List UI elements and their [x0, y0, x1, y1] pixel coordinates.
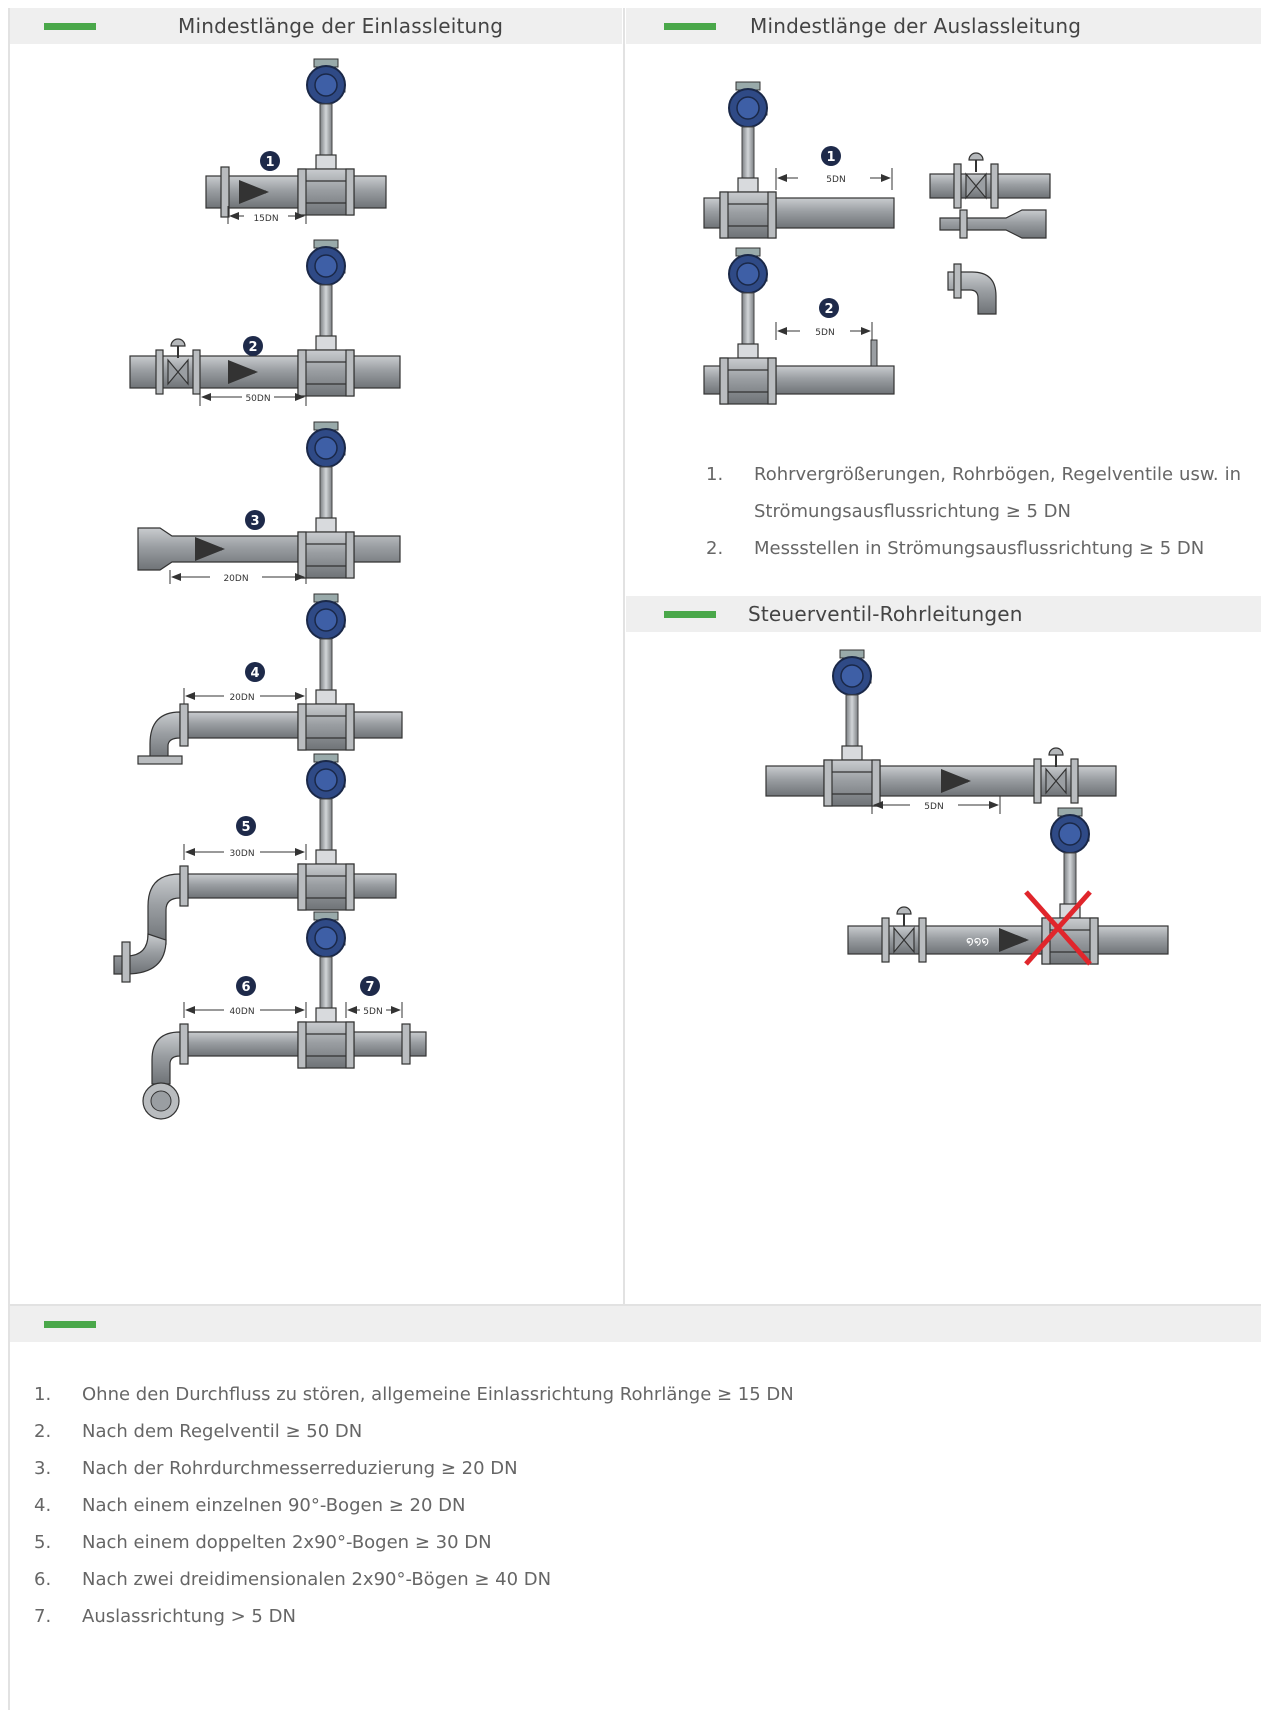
notes-item-5: 5. Nach einem doppelten 2x90°-Bogen ≥ 30 … [34, 1524, 1234, 1561]
outlet-item-2-num: 2. [706, 538, 724, 559]
inlet-dim-20dn-b: 20DN [229, 693, 254, 703]
inlet-marker-2 [243, 336, 263, 356]
inlet-dim-40dn: 40DN [229, 1007, 254, 1017]
outlet-diagram: 1 5DN 2 5DN [703, 81, 1051, 405]
notes-item-1: 1. Ohne den Durchfluss zu stören, allgeme… [34, 1376, 1234, 1413]
outlet-item-2-text: Messstellen in Strömungsausflussrichtung… [754, 538, 1205, 559]
notes-accent-bar [44, 1320, 96, 1328]
notes-item-1-num: 1. [34, 1384, 52, 1405]
notes-item-4: 4. Nach einem einzelnen 90°-Bogen ≥ 20 DN [34, 1487, 1234, 1524]
control-incorrect-layout: ໑໑໑ [847, 807, 1169, 966]
inlet-dim-15dn: 15DN [253, 214, 278, 224]
notes-item-3-num: 3. [34, 1458, 52, 1479]
inlet-marker-4 [245, 662, 265, 682]
notes-item-1-text: Ohne den Durchfluss zu stören, allgemein… [82, 1384, 794, 1405]
outlet-marker-2 [819, 298, 839, 318]
inlet-marker-7-label: 7 [365, 980, 374, 995]
inlet-marker-5 [236, 816, 256, 836]
notes-item-7: 7. Auslassrichtung > 5 DN [34, 1598, 1234, 1635]
column-divider [623, 8, 625, 1304]
notes-item-6: 6. Nach zwei dreidimensionalen 2x90°-Böge… [34, 1561, 1234, 1598]
inlet-marker-3-label: 3 [250, 514, 259, 529]
notes-item-5-text: Nach einem doppelten 2x90°-Bogen ≥ 30 DN [82, 1532, 492, 1553]
outlet-marker-2-label: 2 [824, 302, 833, 317]
inlet-marker-6-label: 6 [241, 980, 250, 995]
inlet-diagram-4: 4 20DN [137, 593, 403, 765]
inlet-marker-4-label: 4 [250, 666, 259, 681]
inlet-accent-bar [44, 22, 96, 30]
inlet-marker-5-label: 5 [241, 820, 250, 835]
outlet-marker-1-label: 1 [826, 150, 835, 165]
inlet-diagram-5: 5 30DN [113, 753, 397, 983]
notes-item-2-text: Nach dem Regelventil ≥ 50 DN [82, 1421, 363, 1442]
inlet-marker-3 [245, 510, 265, 530]
control-valve-diagram: 5DN ໑໑໑ [765, 649, 1169, 966]
inlet-diagram-2: 2 50DN [129, 239, 401, 406]
control-title: Steuerventil-Rohrleitungen [748, 602, 1023, 626]
section-divider [10, 1304, 1261, 1306]
inlet-dim-30dn: 30DN [229, 849, 254, 859]
outlet-dim-5dn-b: 5DN [815, 328, 834, 338]
notes-header [10, 1306, 1261, 1342]
outlet-diagram-2: 2 5DN [703, 247, 895, 405]
notes-item-2: 2. Nach dem Regelventil ≥ 50 DN [34, 1413, 1234, 1450]
outlet-item-1-num: 1. [706, 464, 724, 485]
notes-item-7-num: 7. [34, 1606, 52, 1627]
outlet-item-2: 2. Messstellen in Strömungsausflussrichtu… [706, 530, 1241, 567]
cross-line-2 [1024, 890, 1092, 966]
inlet-header: Mindestlänge der Einlassleitung [10, 8, 622, 44]
inlet-title: Mindestlänge der Einlassleitung [178, 14, 504, 38]
control-correct-layout: 5DN [765, 649, 1117, 814]
notes-item-6-num: 6. [34, 1569, 52, 1590]
outlet-diagram-1: 1 5DN [703, 81, 895, 239]
inlet-marker-1-label: 1 [265, 155, 274, 170]
turbulence-icon: ໑໑໑ [966, 934, 989, 948]
outlet-requirements-list: 1. Rohrvergrößerungen, Rohrbögen, Regelve… [706, 456, 1241, 567]
control-header: Steuerventil-Rohrleitungen [626, 596, 1261, 632]
outlet-dim-5dn-a: 5DN [826, 175, 845, 185]
inlet-dim-20dn-a: 20DN [223, 574, 248, 584]
inlet-marker-1 [260, 151, 280, 171]
page-frame [8, 8, 1261, 1710]
notes-item-2-num: 2. [34, 1421, 52, 1442]
outlet-marker-1 [821, 146, 841, 166]
inlet-diagram-6-7: 6 7 40DN 5DN [142, 911, 427, 1120]
inlet-diagram-1: 1 15DN [205, 58, 387, 224]
outlet-accent-bar [664, 22, 716, 30]
control-dim-5dn: 5DN [924, 802, 943, 812]
inlet-diagram-3: 3 20DN [137, 421, 401, 584]
inlet-dim-5dn: 5DN [363, 1007, 382, 1017]
inlet-marker-7 [360, 976, 380, 996]
inlet-marker-2-label: 2 [248, 340, 257, 355]
notes-item-6-text: Nach zwei dreidimensionalen 2x90°-Bögen … [82, 1569, 552, 1590]
notes-item-3: 3. Nach der Rohrdurchmesserreduzierung ≥ … [34, 1450, 1234, 1487]
notes-item-4-text: Nach einem einzelnen 90°-Bogen ≥ 20 DN [82, 1495, 466, 1516]
notes-item-5-num: 5. [34, 1532, 52, 1553]
inlet-dim-50dn: 50DN [245, 394, 270, 404]
inlet-diagram: 1 15DN 2 50DN 3 20DN [113, 58, 427, 1120]
outlet-title: Mindestlänge der Auslassleitung [750, 14, 1082, 38]
control-accent-bar [664, 610, 716, 618]
notes-item-7-text: Auslassrichtung > 5 DN [82, 1606, 296, 1627]
inlet-requirements-list: 1. Ohne den Durchfluss zu stören, allgeme… [34, 1376, 1234, 1635]
outlet-item-1-text: Rohrvergrößerungen, Rohrbögen, Regelvent… [754, 464, 1241, 522]
outlet-header: Mindestlänge der Auslassleitung [626, 8, 1261, 44]
inlet-marker-6 [236, 976, 256, 996]
notes-item-4-num: 4. [34, 1495, 52, 1516]
notes-item-3-text: Nach der Rohrdurchmesserreduzierung ≥ 20… [82, 1458, 518, 1479]
outlet-item-1: 1. Rohrvergrößerungen, Rohrbögen, Regelve… [706, 456, 1241, 530]
outlet-fittings [929, 152, 1051, 315]
